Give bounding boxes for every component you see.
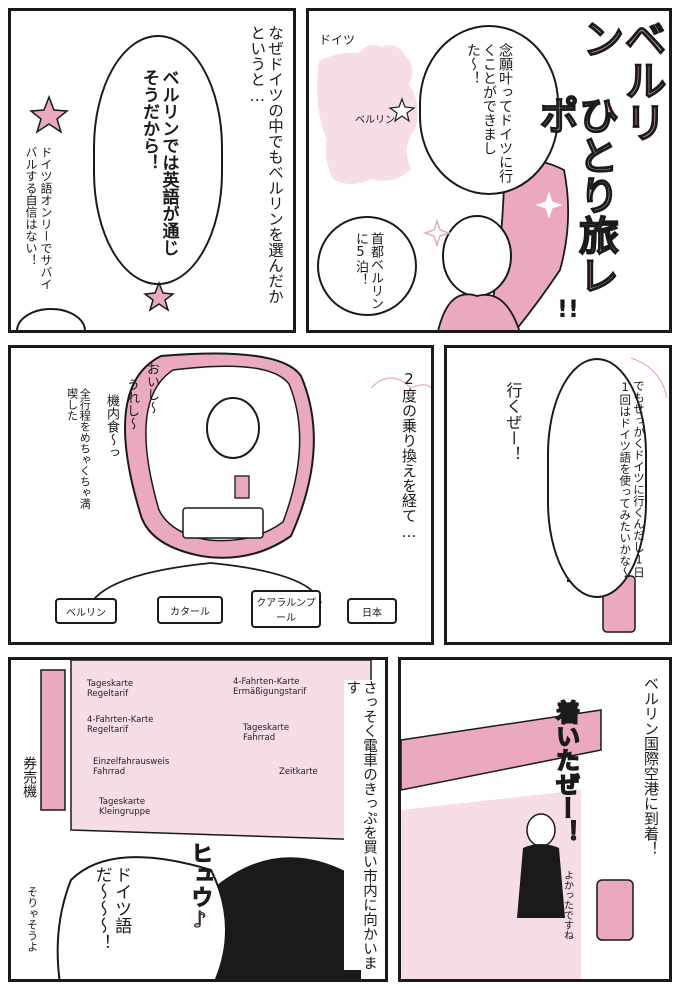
panel5-aside: そりゃそうよ [25, 886, 39, 952]
panel2-speech-bubble-main: 念願叶ってドイツに行くことができました〜！ [419, 25, 559, 195]
panel3-art [90, 352, 431, 604]
panel-1: なぜドイツの中でもベルリンを選んだかというと… ベルリンでは英語が通じそうだから… [8, 8, 296, 333]
panel5-art [40, 660, 372, 979]
panel5-thought: ドイツ語だ〜〜〜！ [91, 866, 132, 951]
panel3-thought-3: 機内食〜っ [103, 394, 119, 459]
panel3-side-note: 全行程をめちゃくちゃ満喫した [65, 388, 92, 509]
panel2-city-label: ベルリン [355, 115, 395, 126]
panel-4: 行くぜー！ でもせっかくドイツに行くんだし1日1回はドイツ語を使ってみたいかな〜 [444, 345, 672, 645]
ticket-sign-2: 4-Fahrten-Karte Ermäßigungstarif [233, 677, 307, 697]
panel-5: Tageskarte Regeltarif 4-Fahrten-Karte Er… [8, 657, 388, 982]
panel2-title-line2: ひとり旅レポ [531, 94, 619, 296]
ticket-sign-1: Tageskarte Regeltarif [87, 679, 134, 699]
panel4-bubble-text: でもせっかくドイツに行くんだし1日1回はドイツ語を使ってみたいかな〜 [618, 380, 646, 578]
panel5-narration: さっそく電車のきっぷを買い市内に向かいます [343, 680, 377, 970]
panel2-exclaim: !! [557, 295, 579, 323]
ticket-sign-7: Tageskarte Kleingruppe [99, 797, 151, 817]
ticket-sign-6: Zeitkarte [279, 767, 318, 777]
panel2-art [317, 45, 570, 330]
panel2-title-line1: ベルリン [575, 16, 668, 144]
panel3-narration: 2度の乗り換えを経て… [400, 370, 418, 541]
route-stop-japan: 日本 [347, 598, 397, 624]
panel6-narration: ベルリン国際空港に到着！ [642, 676, 660, 856]
panel-6: 着いたぜー！ ベルリン国際空港に到着！ よかったですね [398, 657, 672, 982]
panel5-ticket-machine-label: 券売機 [21, 756, 38, 798]
panel1-bubble-text: ベルリンでは英語が通じそうだから！ [139, 69, 179, 256]
ticket-sign-4: Tageskarte Fahrrad [243, 723, 290, 743]
panel3-thought-2: うれし〜 [123, 378, 139, 430]
panel4-speech-bubble [547, 358, 647, 598]
panel2-bubble-main-text: 念願叶ってドイツに行くことができました〜！ [464, 43, 514, 183]
panel2-bubble-small-text: 首都ベルリンに5泊！ [353, 232, 383, 310]
panel1-aside: ドイツ語オンリーでサバイバルする自信はない！ [24, 146, 53, 290]
panel6-aside: よかったですね [561, 870, 573, 940]
panel5-sfx: ヒュウ♪ [187, 842, 213, 934]
panel-2: ドイツ ベルリン 念願叶ってドイツに行くことができました〜！ 首都ベルリンに5泊… [306, 8, 672, 333]
panel6-art [401, 709, 634, 979]
panel1-decor [16, 94, 175, 330]
route-stop-qatar: カタール [157, 596, 223, 624]
panel1-narration: なぜドイツの中でもベルリンを選んだかというと… [248, 25, 284, 304]
ticket-sign-5: Einzelfahrausweis Fahrrad [93, 757, 170, 777]
panel-3: おいし〜 うれし〜 機内食〜っ 全行程をめちゃくちゃ満喫した 2度の乗り換えを経… [8, 345, 434, 645]
panel6-shout: 着いたぜー！ [551, 699, 580, 845]
route-stop-berlin: ベルリン [55, 598, 117, 624]
panel4-shout: 行くぜー！ [503, 382, 523, 462]
panel3-thought-1: おいし〜 [143, 362, 159, 414]
route-stop-kuala-lumpur: クアラルンプール [251, 590, 321, 628]
ticket-sign-3: 4-Fahrten-Karte Regeltarif [87, 715, 154, 735]
panel2-speech-bubble-small: 首都ベルリンに5泊！ [317, 216, 417, 316]
panel2-map-label: ドイツ [319, 33, 356, 47]
panel1-speech-bubble: ベルリンでは英語が通じそうだから！ [93, 35, 223, 285]
